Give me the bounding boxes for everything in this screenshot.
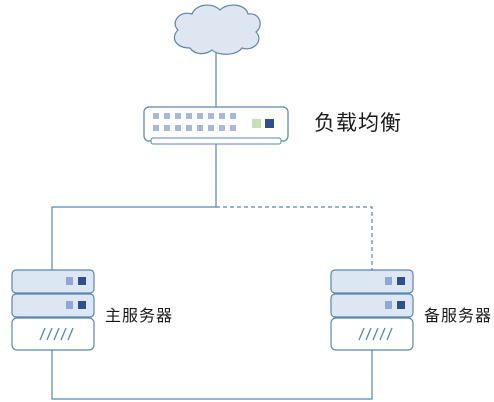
- port-icon: [219, 113, 225, 119]
- port-icon: [208, 125, 214, 131]
- port-icon: [164, 113, 170, 119]
- link-primary-to-backup: [51, 350, 373, 400]
- backup-server-label: 备服务器: [424, 306, 493, 325]
- cloud-icon: [173, 4, 261, 55]
- port-icon: [230, 113, 236, 119]
- port-icon: [164, 125, 170, 131]
- load-balancer-icon: [143, 106, 289, 145]
- load-balancer-label: 负载均衡: [314, 111, 402, 135]
- primary-server-label: 主服务器: [105, 306, 174, 325]
- primary-server-icon: [11, 269, 95, 351]
- port-icon: [219, 125, 225, 131]
- port-icon: [153, 113, 159, 119]
- port-icon: [197, 113, 203, 119]
- connection-lines: [51, 52, 373, 400]
- port-icon: [175, 125, 181, 131]
- port-icon: [230, 125, 236, 131]
- port-icon: [197, 125, 203, 131]
- link-load-balancer-to-backup: [216, 206, 373, 270]
- link-load-balancer-to-primary: [51, 206, 216, 270]
- port-icon: [186, 125, 192, 131]
- status-led-green: [252, 119, 261, 128]
- load-balancer-ports: [153, 113, 236, 131]
- backup-server-icon: [330, 269, 414, 351]
- port-icon: [186, 113, 192, 119]
- status-led-blue: [265, 119, 274, 128]
- port-icon: [208, 113, 214, 119]
- port-icon: [153, 125, 159, 131]
- port-icon: [175, 113, 181, 119]
